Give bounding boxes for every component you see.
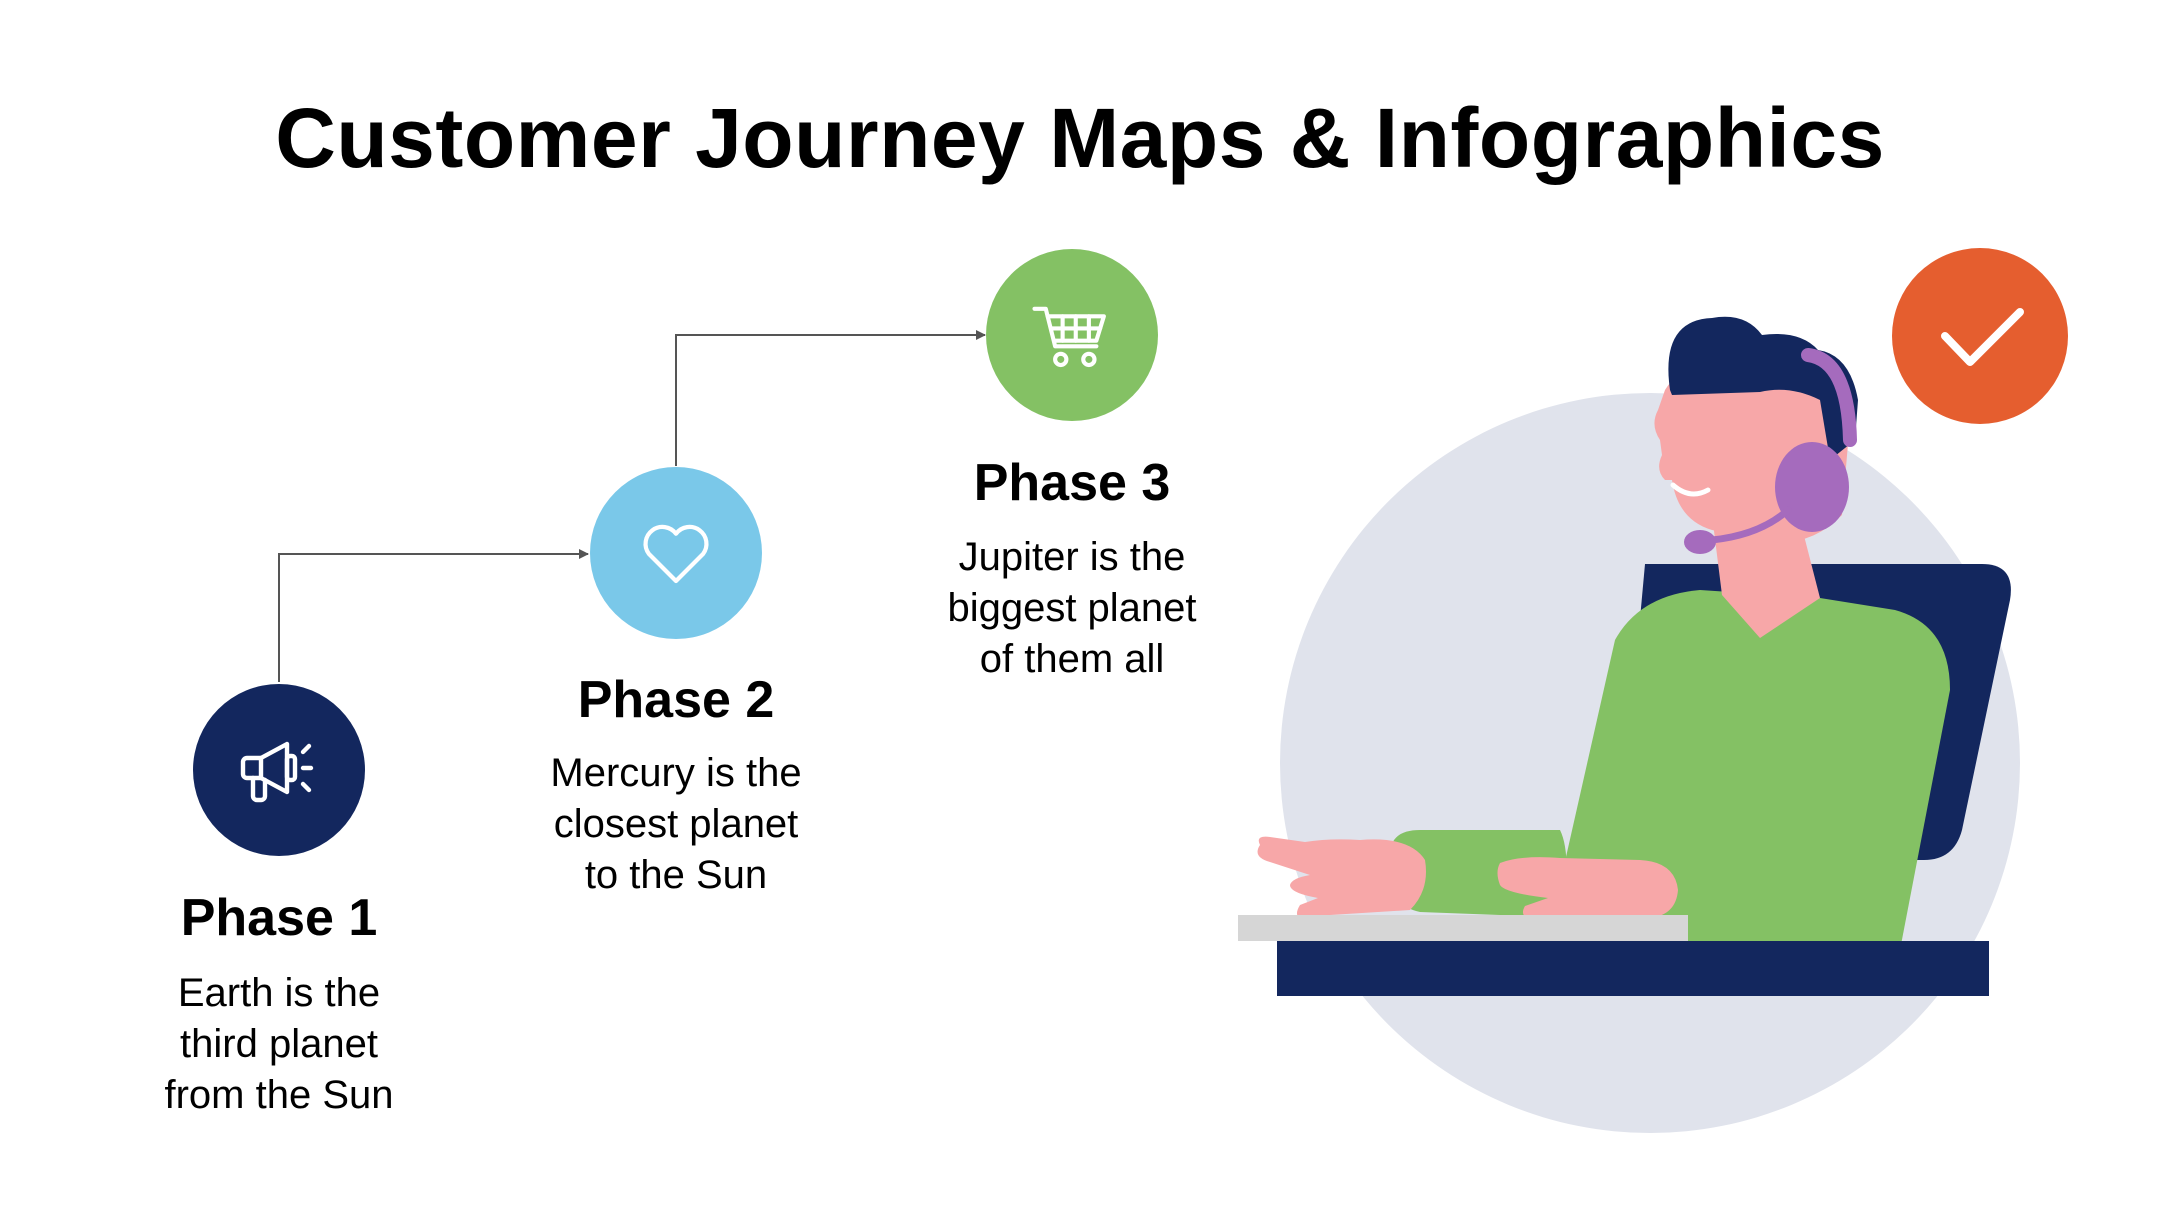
connector-phase1-to-phase2	[278, 549, 589, 682]
check-icon	[1941, 308, 2024, 366]
phase3-description: Jupiter is the biggest planet of them al…	[947, 535, 1197, 681]
agent-right-hand	[1497, 857, 1678, 920]
phase1-title: Phase 1	[180, 889, 378, 947]
keyboard	[1238, 915, 1688, 941]
heart-icon	[643, 524, 709, 584]
connector-phase2-to-phase3	[675, 330, 986, 466]
phase1-description: Earth is the third planet from the Sun	[164, 971, 394, 1117]
agent-neck	[1712, 515, 1820, 638]
phase2-description: Mercury is the closest planet to the Sun	[550, 751, 802, 897]
headset-earcup	[1775, 442, 1849, 532]
desk	[1277, 941, 1989, 996]
agent-sleeve	[1390, 830, 1567, 916]
slide-title: Customer Journey Maps & Infographics	[275, 91, 1885, 185]
headset-mic-boom	[1708, 506, 1792, 544]
phase3-circle	[986, 249, 1158, 421]
phase2-circle	[590, 467, 762, 639]
phase1-circle	[193, 684, 365, 856]
agent-mouth	[1670, 482, 1711, 497]
agent-left-hand	[1257, 836, 1426, 920]
headset-mic	[1684, 530, 1716, 554]
phase2-title: Phase 2	[577, 671, 775, 729]
check-badge	[1892, 248, 2068, 424]
headset-band	[1801, 348, 1857, 447]
megaphone-icon	[240, 741, 314, 803]
shopping-cart-icon	[1032, 306, 1106, 368]
agent-torso	[1545, 590, 1950, 950]
phase3-title: Phase 3	[973, 454, 1171, 512]
